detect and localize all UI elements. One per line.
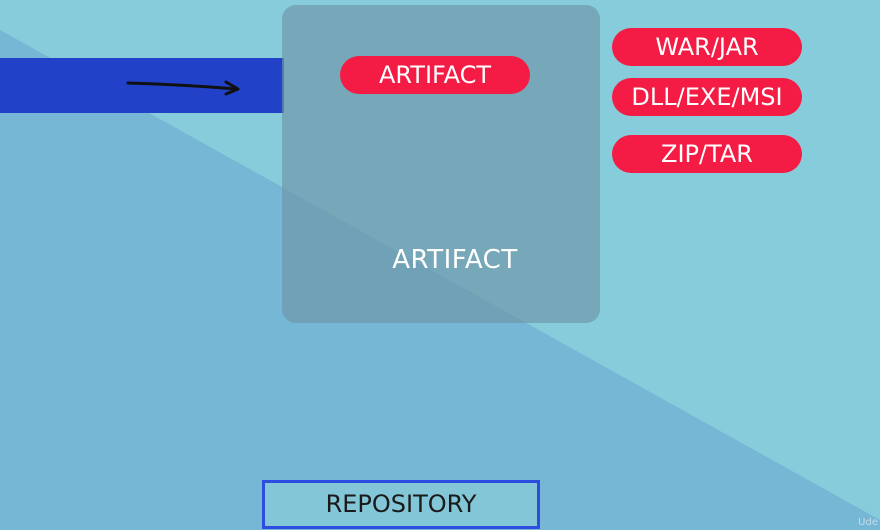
artifact-box-label: ARTIFACT: [392, 245, 518, 275]
format-pill-dll-exe-msi: DLL/EXE/MSI: [612, 78, 802, 116]
artifact-box: ARTIFACT: [282, 5, 600, 323]
repository-box: REPOSITORY: [262, 480, 540, 529]
artifact-pill: ARTIFACT: [340, 56, 530, 94]
input-bar: [0, 58, 284, 113]
format-pill-war-jar: WAR/JAR: [612, 28, 802, 66]
arrow-icon: [126, 80, 240, 96]
watermark: Ude: [858, 517, 878, 528]
format-pill-zip-tar: ZIP/TAR: [612, 135, 802, 173]
